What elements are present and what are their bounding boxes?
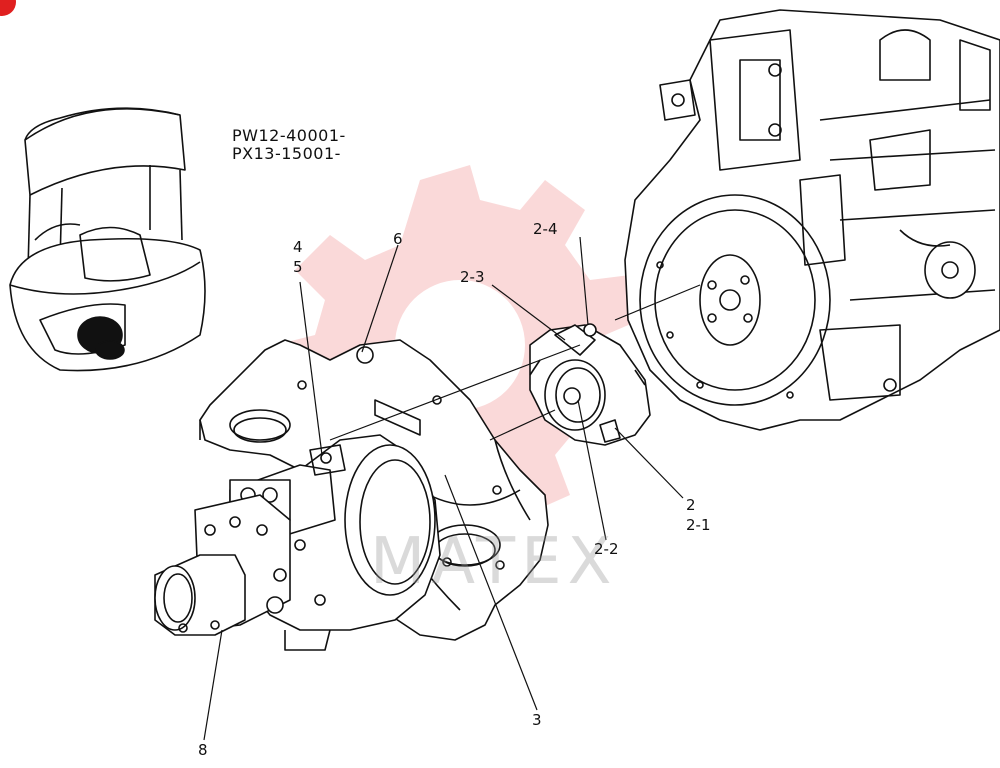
watermark-text: MATEX bbox=[370, 525, 618, 599]
corner-mark bbox=[0, 0, 16, 16]
machine-thumbnail bbox=[9, 107, 206, 372]
serial-range-1: PW12-40001- bbox=[232, 126, 346, 145]
engine bbox=[624, 9, 1000, 431]
part-label-4: 4 bbox=[293, 238, 303, 256]
part-label-2-3: 2-3 bbox=[460, 268, 485, 286]
coupling bbox=[529, 323, 651, 446]
part-label-2-1: 2-1 bbox=[686, 516, 711, 534]
part-label-2-2: 2-2 bbox=[594, 540, 619, 558]
hydraulic-pump bbox=[154, 434, 441, 651]
part-label-2-4: 2-4 bbox=[533, 220, 558, 238]
part-label-2: 2 bbox=[686, 496, 696, 514]
part-label-3: 3 bbox=[532, 711, 542, 729]
leader-lines bbox=[203, 236, 701, 741]
part-label-8: 8 bbox=[198, 741, 208, 759]
part-label-5: 5 bbox=[293, 258, 303, 276]
part-label-6: 6 bbox=[393, 230, 403, 248]
serial-range-2: PX13-15001- bbox=[232, 144, 341, 163]
